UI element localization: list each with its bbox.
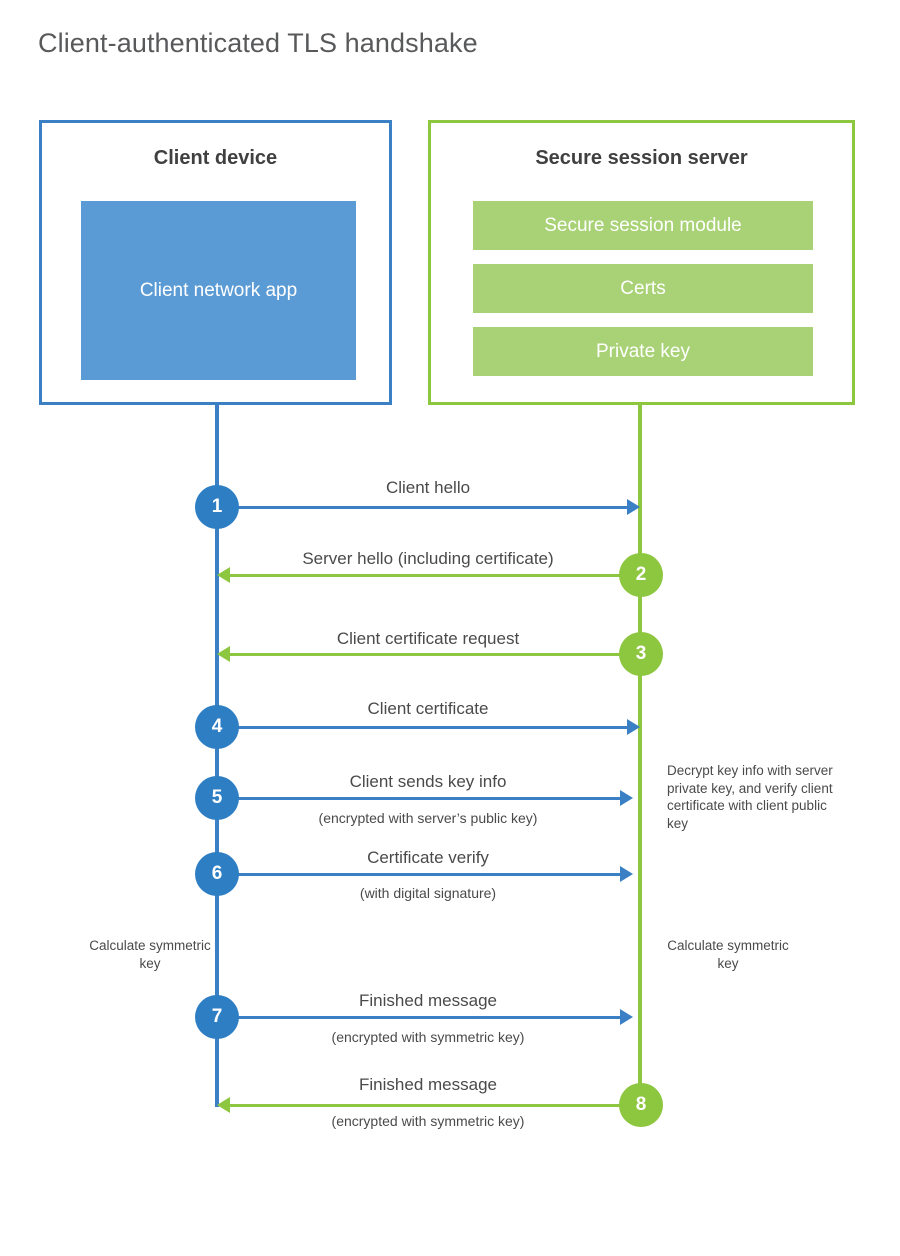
step-3-arrow-head bbox=[217, 646, 230, 662]
step-8-arrow-line bbox=[230, 1104, 640, 1107]
step-1-arrow-head bbox=[627, 499, 640, 515]
server-lifeline bbox=[638, 405, 642, 1107]
step-2-label: Server hello (including certificate) bbox=[302, 549, 554, 568]
server-decrypt-annotation: Decrypt key info with server private key… bbox=[667, 763, 833, 831]
step-5-sublabel: (encrypted with server’s public key) bbox=[318, 810, 538, 826]
step-3-circle[interactable]: 3 bbox=[619, 632, 663, 676]
step-6-arrow-line bbox=[217, 873, 620, 876]
step-4-label: Client certificate bbox=[367, 699, 489, 718]
step-2-arrow-head bbox=[217, 567, 230, 583]
server-calculate-symmetric-key-annotation: Calculate symmetric key bbox=[667, 938, 789, 971]
step-7-arrow-head bbox=[620, 1009, 633, 1025]
step-8-label: Finished message bbox=[359, 1075, 497, 1094]
step-2-circle[interactable]: 2 bbox=[619, 553, 663, 597]
step-4-circle[interactable]: 4 bbox=[195, 705, 239, 749]
step-3-arrow-line bbox=[230, 653, 640, 656]
step-1-circle[interactable]: 1 bbox=[195, 485, 239, 529]
client-calculate-symmetric-key-annotation: Calculate symmetric key bbox=[89, 938, 211, 971]
step-6-sublabel: (with digital signature) bbox=[359, 885, 497, 901]
step-7-arrow-line bbox=[217, 1016, 620, 1019]
step-4-arrow-head bbox=[627, 719, 640, 735]
secure-session-server-title: Secure session server bbox=[535, 147, 748, 169]
step-5-circle[interactable]: 5 bbox=[195, 776, 239, 820]
client-device-box: Client device Client network app bbox=[39, 120, 392, 405]
step-7-sublabel: (encrypted with symmetric key) bbox=[331, 1029, 525, 1045]
server-block-certs: Certs bbox=[473, 264, 813, 313]
step-8-arrow-head bbox=[217, 1097, 230, 1113]
step-6-circle[interactable]: 6 bbox=[195, 852, 239, 896]
secure-session-server-box: Secure session server Secure session mod… bbox=[428, 120, 855, 405]
step-1-label: Client hello bbox=[385, 478, 471, 497]
step-6-label: Certificate verify bbox=[367, 848, 489, 867]
client-lifeline bbox=[215, 405, 219, 1107]
step-5-arrow-line bbox=[217, 797, 620, 800]
client-network-app-block: Client network app bbox=[81, 201, 356, 380]
step-5-label: Client sends key info bbox=[349, 772, 507, 791]
step-7-label: Finished message bbox=[359, 991, 497, 1010]
step-6-arrow-head bbox=[620, 866, 633, 882]
client-device-title: Client device bbox=[153, 147, 278, 169]
step-5-arrow-head bbox=[620, 790, 633, 806]
step-8-circle[interactable]: 8 bbox=[619, 1083, 663, 1127]
step-8-sublabel: (encrypted with symmetric key) bbox=[331, 1113, 525, 1129]
step-2-arrow-line bbox=[230, 574, 640, 577]
server-block-secure-session-module: Secure session module bbox=[473, 201, 813, 250]
step-4-arrow-line bbox=[217, 726, 627, 729]
server-block-private-key: Private key bbox=[473, 327, 813, 376]
step-1-arrow-line bbox=[217, 506, 627, 509]
page-title: Client-authenticated TLS handshake bbox=[38, 28, 478, 58]
step-7-circle[interactable]: 7 bbox=[195, 995, 239, 1039]
step-3-label: Client certificate request bbox=[336, 629, 520, 648]
